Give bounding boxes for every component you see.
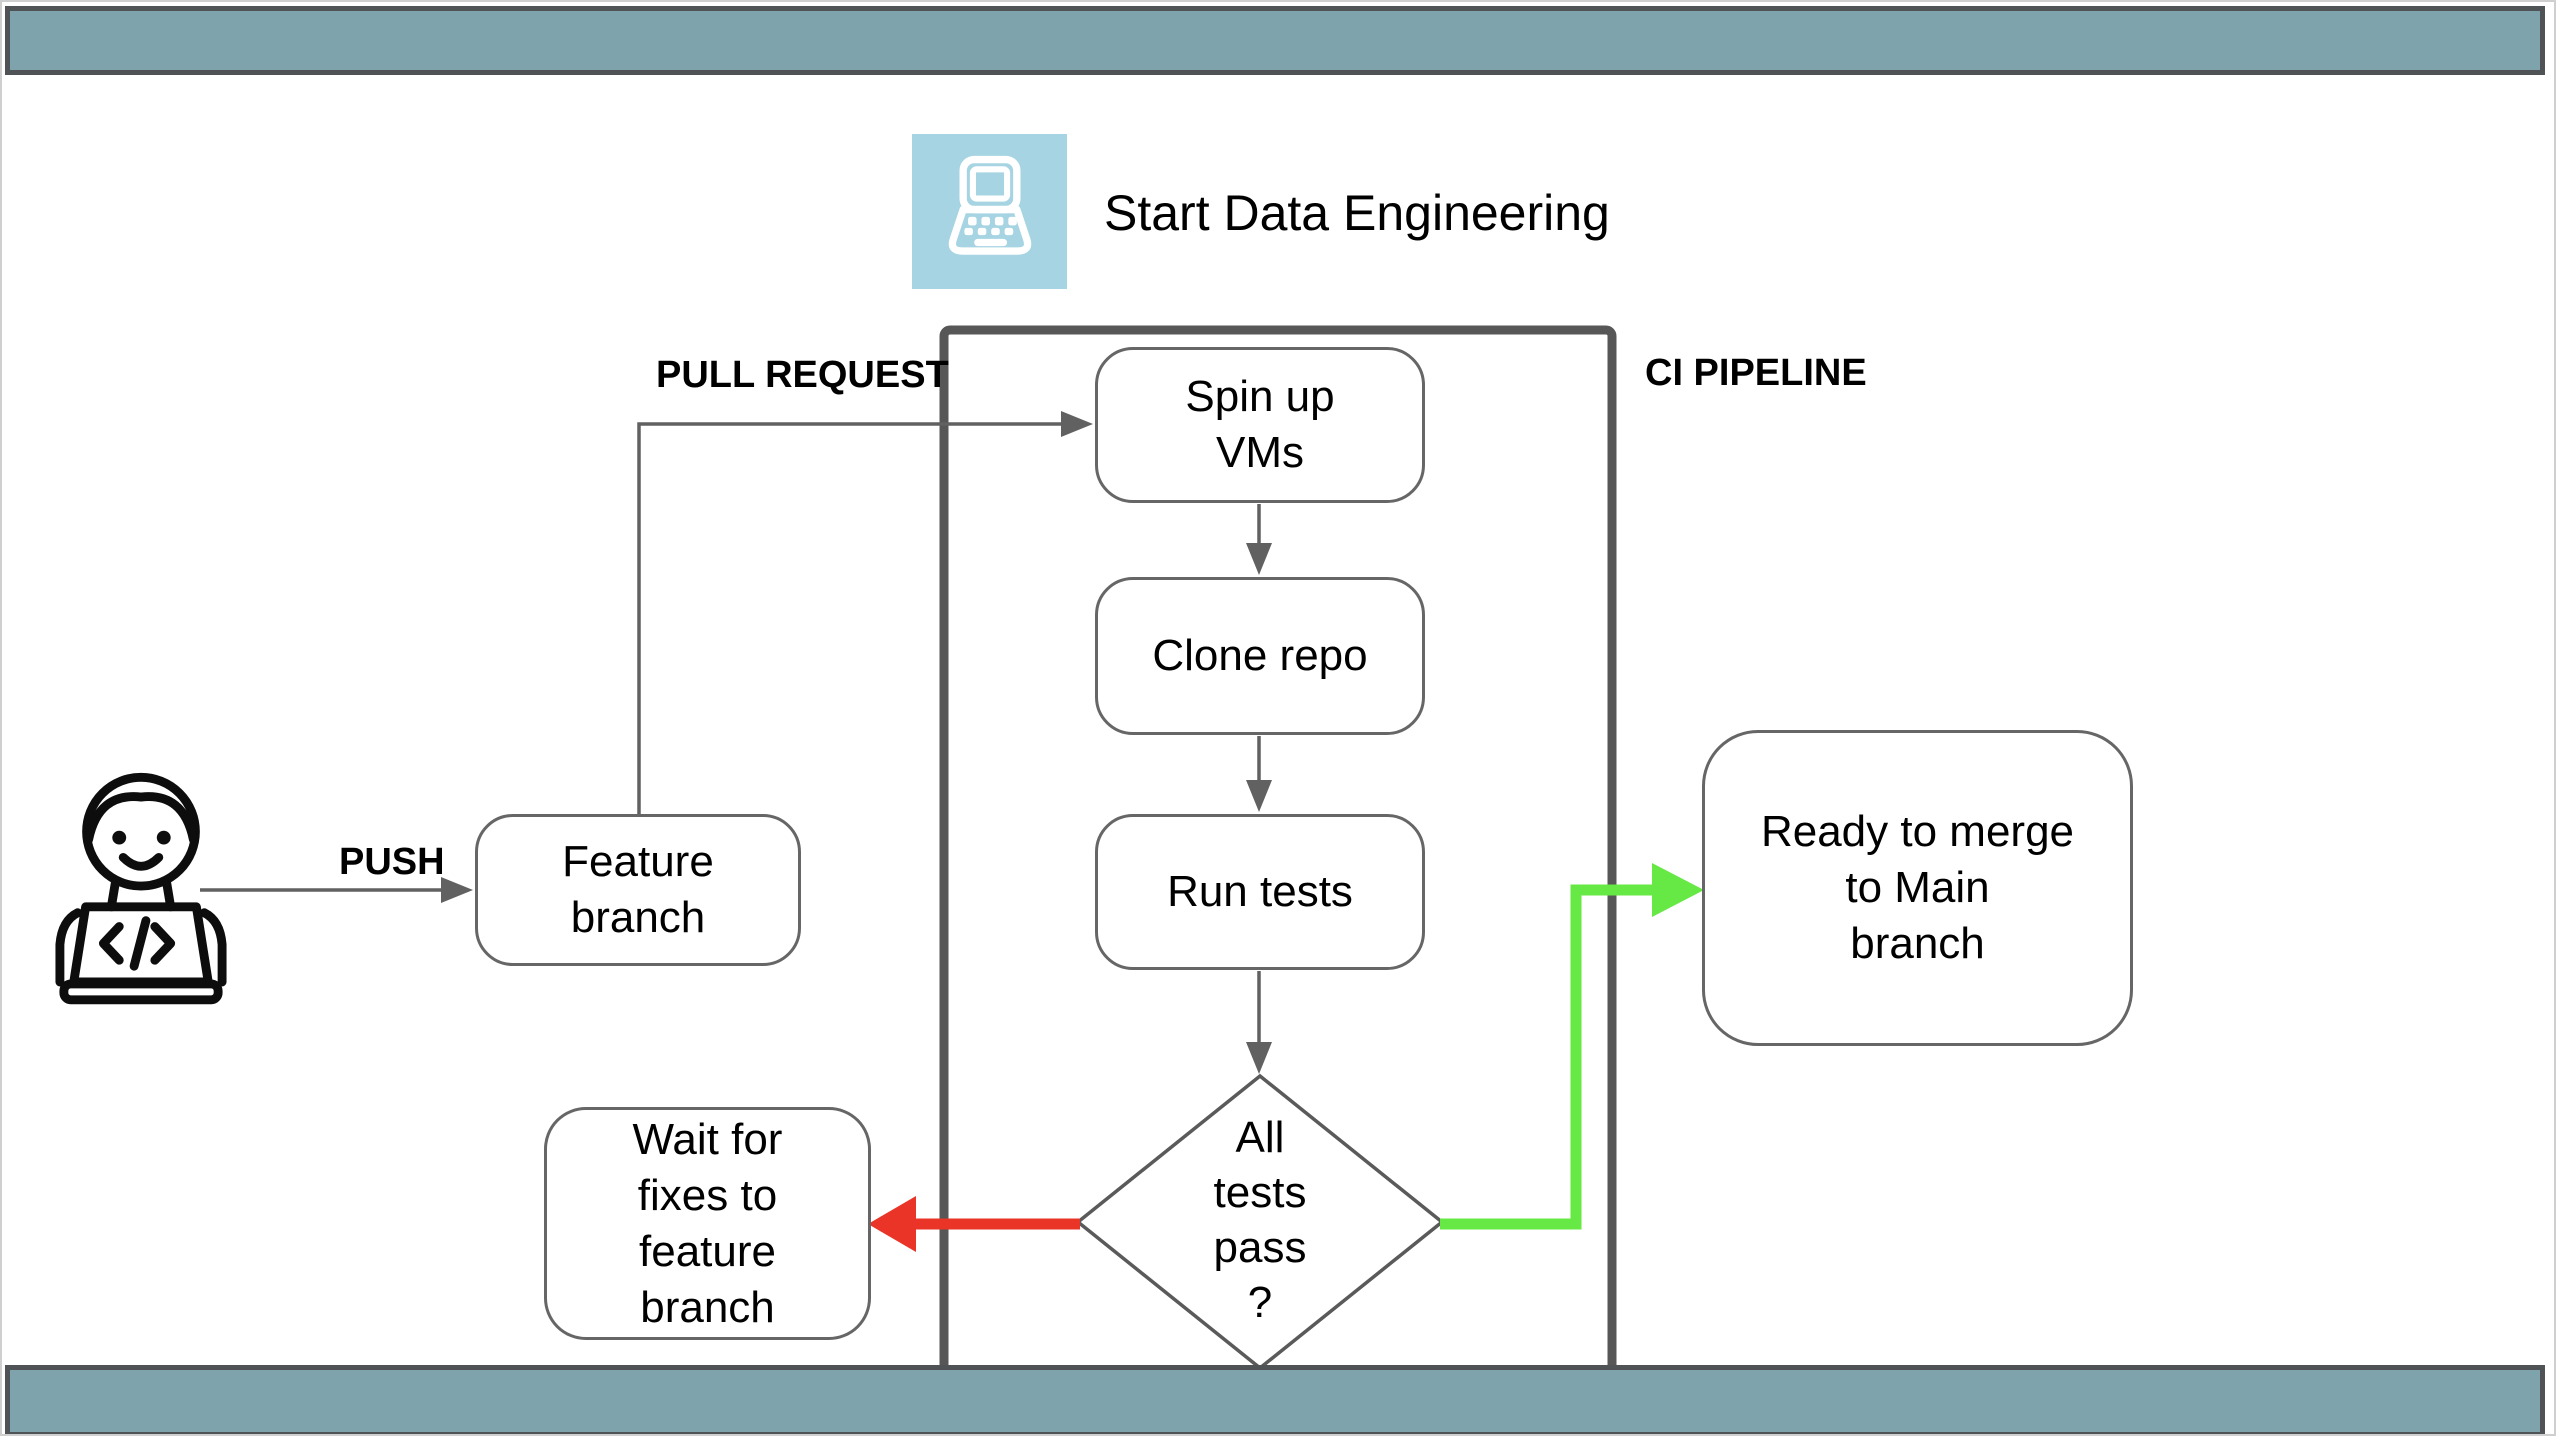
page-title: Start Data Engineering: [1104, 185, 1610, 241]
node-spin-up-vms: Spin up VMs: [1095, 347, 1425, 503]
top-bar: [5, 6, 2545, 75]
node-run-tests: Run tests: [1095, 814, 1425, 970]
fail-arrowhead: [868, 1196, 916, 1252]
bottom-bar: [5, 1365, 2545, 1434]
node-ready-to-merge: Ready to merge to Main branch: [1702, 730, 2133, 1046]
developer-at-laptop-icon: [52, 772, 230, 1012]
ci-pipeline-container: [939, 325, 1617, 1434]
pass-arrowhead: [1652, 863, 1704, 917]
spin-to-clone-arrowhead: [1246, 543, 1272, 575]
node-wait-for-fixes: Wait for fixes to feature branch: [544, 1107, 871, 1340]
push-label: PUSH: [339, 841, 445, 883]
decision-label: All tests pass ?: [1213, 1113, 1307, 1327]
clone-to-run-arrowhead: [1246, 780, 1272, 812]
pass-arrow-line: [1440, 884, 1656, 1230]
pull-request-arrow-line: [637, 422, 1064, 814]
laptop-logo-icon: [948, 155, 1031, 255]
pull-request-label: PULL REQUEST: [656, 354, 949, 396]
node-feature-branch: Feature branch: [475, 814, 801, 966]
pull-request-arrowhead: [1061, 411, 1093, 437]
node-clone-repo: Clone repo: [1095, 577, 1425, 735]
ci-pipeline-label: CI PIPELINE: [1645, 352, 1867, 394]
push-arrowhead: [441, 877, 473, 903]
run-to-decision-arrowhead: [1246, 1042, 1272, 1074]
brand-logo: [912, 134, 1067, 289]
